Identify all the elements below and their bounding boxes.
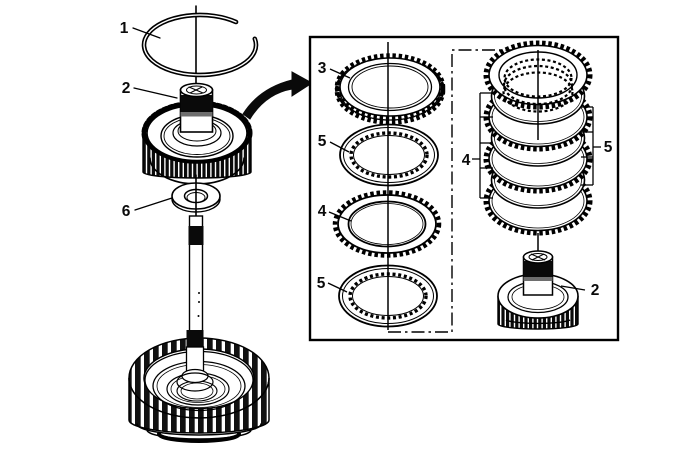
callout-label-thrust-washer: 6 xyxy=(122,203,131,220)
callout-label-stack-friction: 4 xyxy=(462,152,471,169)
callout-label-snap-ring: 1 xyxy=(120,20,129,37)
clutch-hub-detail xyxy=(497,250,579,330)
leader-line-6 xyxy=(134,197,173,211)
leader-line-2 xyxy=(133,87,178,99)
callout-label-steel-plate-lower: 5 xyxy=(317,275,326,292)
callout-label-stack-steel: 5 xyxy=(604,139,613,156)
backing-plate xyxy=(334,53,446,125)
callout-label-clutch-hub: 2 xyxy=(591,282,600,299)
input-shaft xyxy=(176,215,214,392)
leader-line-5b xyxy=(327,282,348,293)
detail-box: 3 5 4 5 4 5 2 xyxy=(308,35,620,342)
flow-arrow xyxy=(242,71,313,120)
main-assembly: 1 2 6 xyxy=(120,5,270,443)
leader-line-2b xyxy=(560,285,586,291)
callout-label-backing-plate: 3 xyxy=(318,60,327,77)
leader-line-3 xyxy=(329,68,351,79)
callout-label-friction-plate: 4 xyxy=(318,203,327,220)
fold-line xyxy=(388,49,538,333)
stack-bracket-5 xyxy=(581,106,601,186)
snap-ring xyxy=(141,12,259,78)
plate-stack xyxy=(483,40,593,255)
steel-plate-upper xyxy=(339,123,439,187)
stack-bracket-4 xyxy=(472,92,493,199)
leader-line-4a xyxy=(328,211,352,222)
callout-label-clutch-drum: 2 xyxy=(122,80,131,97)
leader-line-1 xyxy=(132,27,161,39)
friction-plate xyxy=(332,190,442,258)
leader-line-5a xyxy=(329,141,350,153)
clutch-drum xyxy=(141,82,253,185)
callout-label-steel-plate-upper: 5 xyxy=(318,133,327,150)
